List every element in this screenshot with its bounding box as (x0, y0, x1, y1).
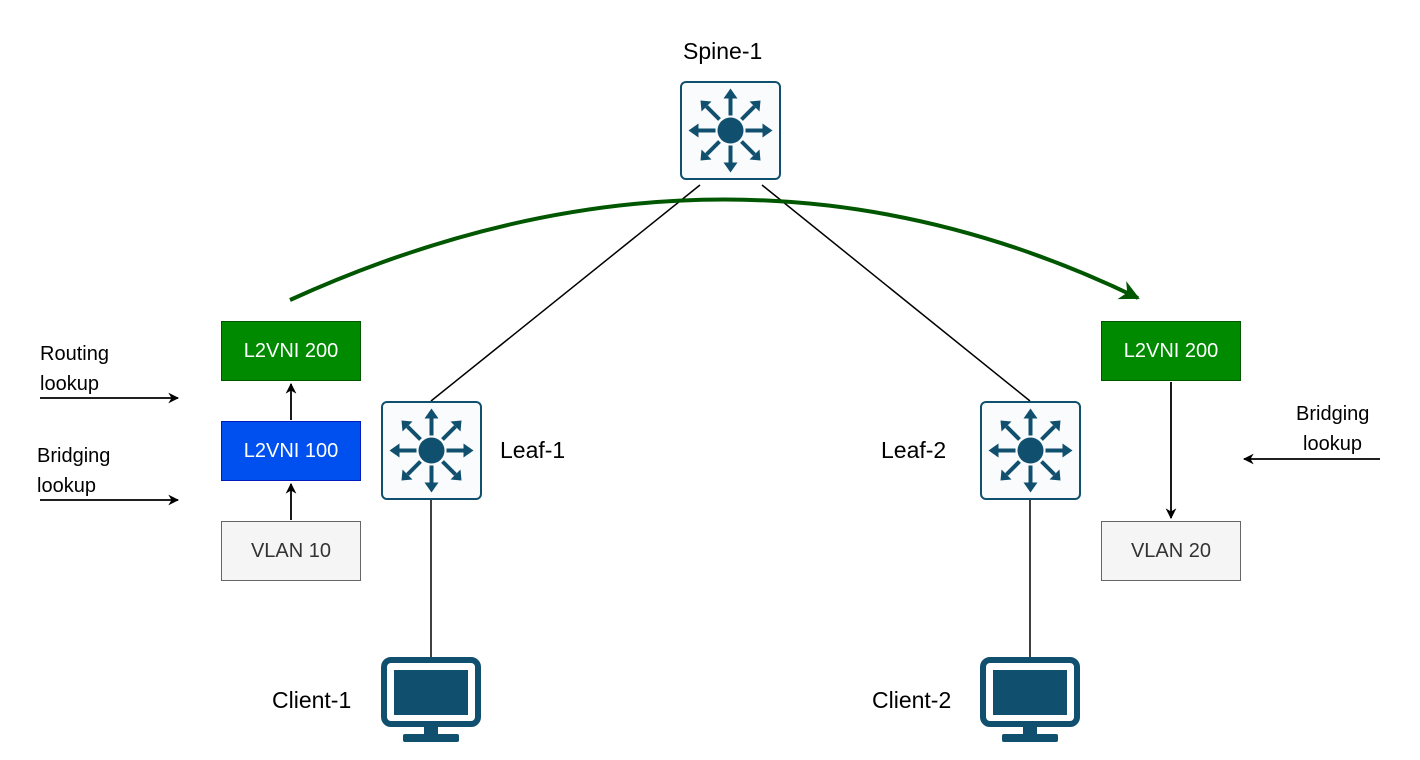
bridging-lookup-note-right: Bridging lookup (1296, 399, 1369, 459)
left-l2vni-100-box: L2VNI 100 (221, 421, 361, 481)
client-2-computer[interactable] (983, 660, 1077, 742)
right-l2vni-200-box: L2VNI 200 (1101, 321, 1241, 381)
network-switch-icon (686, 86, 775, 175)
routing-lookup-note: Routing lookup (40, 339, 109, 399)
network-switch-icon (986, 406, 1075, 495)
left-l2vni-200-box: L2VNI 200 (221, 321, 361, 381)
bridging-lookup-left-line-1: Bridging (37, 445, 111, 467)
routing-lookup-line-2: lookup (40, 373, 99, 395)
spine-1-switch[interactable] (680, 81, 781, 180)
leaf-2-label: Leaf-2 (881, 437, 947, 463)
desktop-monitor-icon (983, 660, 1077, 742)
leaf-1-label: Leaf-1 (500, 437, 566, 463)
spine-1-label: Spine-1 (683, 38, 763, 64)
routing-lookup-line-1: Routing (40, 343, 109, 365)
link-spine-leaf1 (430, 184, 701, 402)
client-1-label: Client-1 (272, 687, 352, 713)
client-2-label: Client-2 (872, 687, 952, 713)
client-1-computer[interactable] (384, 660, 478, 742)
link-spine-leaf2 (761, 184, 1031, 402)
desktop-monitor-icon (384, 660, 478, 742)
bridging-lookup-left-line-2: lookup (37, 475, 96, 497)
bridging-lookup-note-left: Bridging lookup (37, 441, 110, 501)
left-vlan-box: VLAN 10 (221, 521, 361, 581)
leaf-1-switch[interactable] (381, 401, 482, 500)
bridging-lookup-right-line-2: lookup (1303, 433, 1362, 455)
leaf-2-switch[interactable] (980, 401, 1081, 500)
right-vlan-box: VLAN 20 (1101, 521, 1241, 581)
network-switch-icon (387, 406, 476, 495)
overlay-vxlan-arc (289, 197, 1140, 302)
bridging-lookup-right-line-1: Bridging (1296, 403, 1370, 425)
